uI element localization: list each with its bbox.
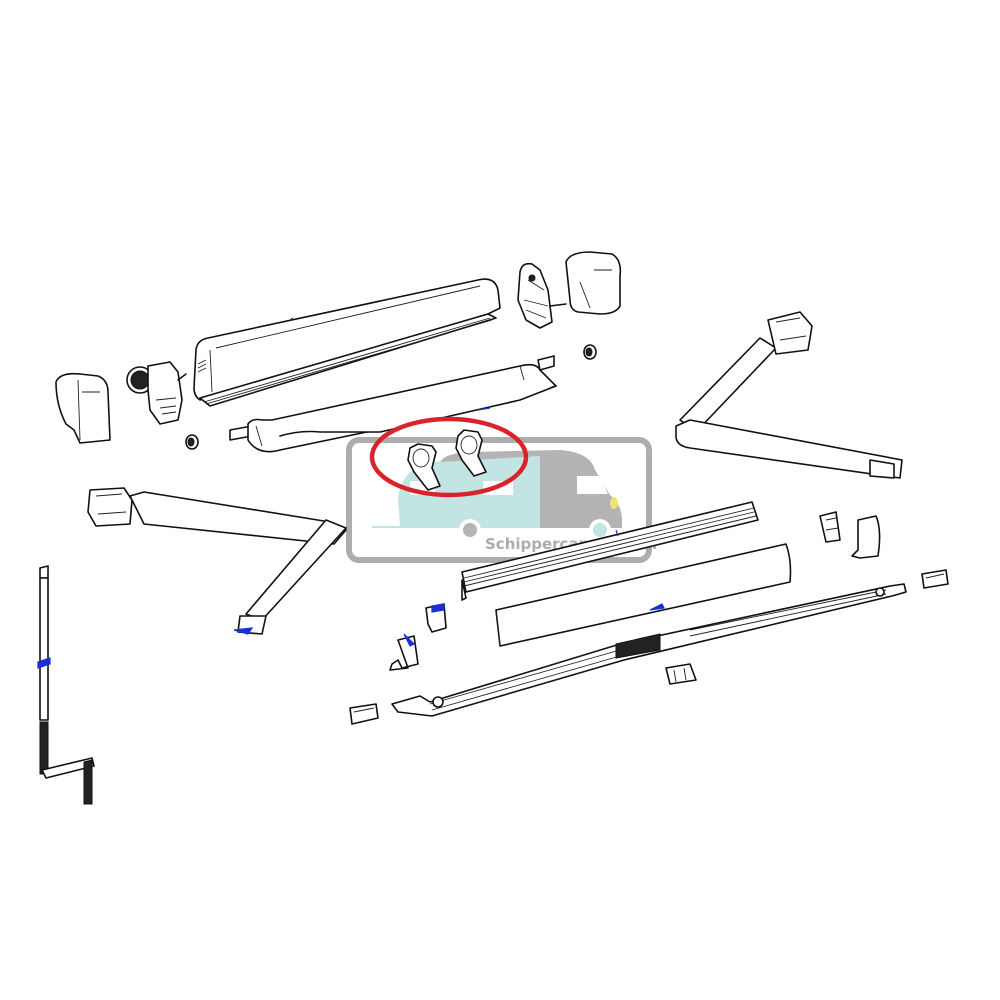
watermark-caravan	[372, 456, 540, 528]
small-bracket-left[interactable]	[425, 603, 447, 633]
lead-bar[interactable]	[391, 583, 907, 717]
left-gearbox[interactable]	[126, 361, 187, 425]
right-arm[interactable]	[675, 311, 903, 479]
fabric-clip-2[interactable]	[455, 429, 487, 477]
end-plate-left[interactable]	[389, 633, 419, 671]
clip-left[interactable]	[349, 703, 379, 725]
clip-right[interactable]	[921, 569, 949, 589]
front-cover[interactable]	[495, 543, 792, 647]
left-bushing[interactable]	[185, 434, 199, 450]
watermark-frame	[346, 437, 652, 563]
watermark-vehicle	[440, 450, 622, 528]
crank-handle[interactable]	[37, 565, 95, 805]
right-bushing[interactable]	[583, 344, 597, 360]
right-end-cap[interactable]	[565, 251, 622, 315]
highlight-ellipse	[369, 416, 529, 498]
center-clip[interactable]	[665, 663, 697, 685]
roller-tube-fabric[interactable]	[229, 355, 557, 453]
small-bracket-right[interactable]	[819, 511, 841, 543]
front-rail[interactable]	[461, 501, 759, 601]
watermark-headlight	[610, 497, 618, 509]
left-arm[interactable]	[87, 487, 347, 635]
end-plate-right[interactable]	[851, 515, 881, 559]
left-end-cap[interactable]	[55, 372, 111, 444]
cassette-housing[interactable]	[193, 278, 501, 407]
fabric-clip-1[interactable]	[407, 443, 441, 491]
fabric-clips[interactable]	[407, 429, 487, 491]
right-gearbox[interactable]	[517, 262, 567, 329]
